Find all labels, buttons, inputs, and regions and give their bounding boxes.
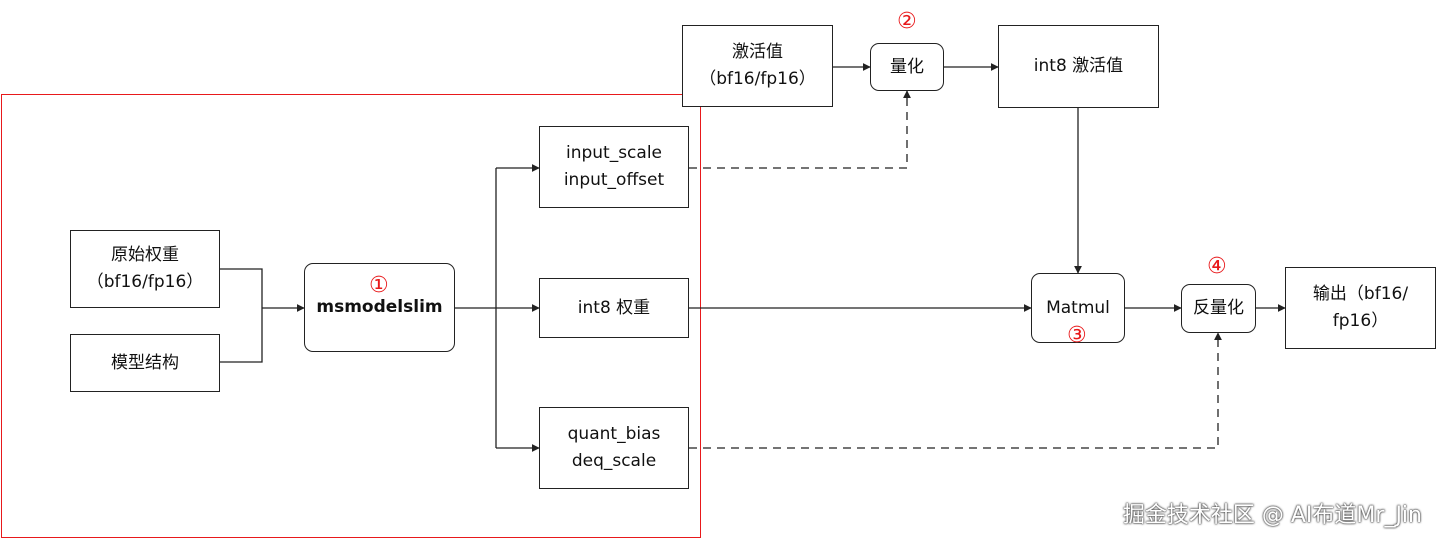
edge-model-struct-to-merge (220, 308, 263, 363)
matmul-box: Matmul (1031, 273, 1125, 343)
model-structure-label: 模型结构 (111, 352, 179, 373)
activation-label: 激活值 (732, 42, 783, 62)
int8-weight-box: int8 权重 (539, 278, 689, 338)
output-box: 输出（bf16/ fp16） (1285, 267, 1436, 349)
msmodelslim-label: msmodelslim (316, 297, 443, 317)
input-scale-label: input_scale (565, 143, 663, 163)
dequantize-label: 反量化 (1193, 298, 1244, 318)
activation-box: 激活值 （bf16/fp16） (682, 25, 833, 107)
model-structure-box: 模型结构 (70, 334, 220, 392)
input-scale-box: input_scale input_offset (539, 126, 689, 208)
step-marker-3: ③ (1067, 323, 1087, 348)
msmodelslim-region-outline (1, 94, 701, 538)
edge-orig-weight-to-merge (220, 268, 263, 308)
step-marker-4: ④ (1207, 254, 1227, 279)
quant-bias-label: quant_bias (567, 424, 661, 444)
matmul-label: Matmul (1046, 297, 1110, 318)
dequantize-box: 反量化 (1181, 284, 1256, 333)
int8-weight-label: int8 权重 (577, 297, 651, 318)
quantize-label: 量化 (890, 56, 924, 77)
input-offset-label: input_offset (563, 170, 665, 190)
activation-dtype: （bf16/fp16） (699, 69, 816, 89)
dashed-edge-input-scale-to-quantize (689, 90, 911, 169)
step-marker-2: ② (897, 9, 917, 34)
int8-activation-box: int8 激活值 (998, 25, 1159, 108)
deq-scale-label: deq_scale (571, 451, 657, 471)
step-marker-1: ① (369, 273, 389, 298)
watermark-text: 掘金技术社区 @ AI布道Mr_Jin (1122, 503, 1422, 528)
int8-activation-label: int8 激活值 (1033, 56, 1124, 76)
original-weight-box: 原始权重 （bf16/fp16） (70, 230, 220, 308)
quantize-box: 量化 (870, 43, 944, 91)
original-weight-dtype: （bf16/fp16） (86, 272, 204, 292)
original-weight-label: 原始权重 (111, 245, 179, 265)
msmodelslim-box: msmodelslim (304, 263, 455, 352)
dashed-edge-quant-bias-to-dequantize (689, 332, 1222, 449)
output-label: 输出（bf16/ (1312, 284, 1409, 304)
output-dtype: fp16） (1332, 311, 1389, 331)
quant-bias-box: quant_bias deq_scale (539, 407, 689, 489)
